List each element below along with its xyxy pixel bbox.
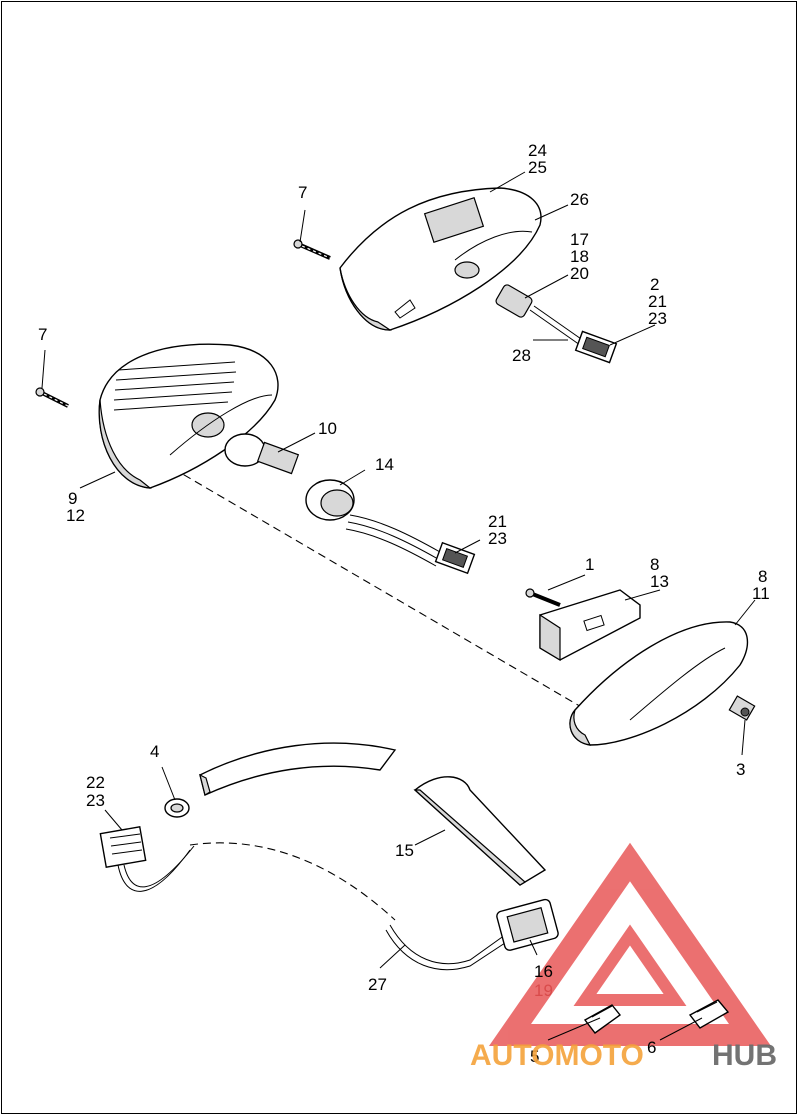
callout-8a: 8: [650, 555, 659, 574]
callout-24: 24: [528, 141, 547, 160]
callout-6: 6: [647, 1038, 656, 1057]
mount-bracket: [525, 588, 641, 662]
callout-23b: 23: [488, 529, 507, 548]
callout-23c: 23: [86, 791, 105, 810]
callout-14: 14: [375, 455, 394, 474]
callout-5: 5: [530, 1047, 539, 1066]
watermark-part1: AUTOMOTO: [470, 1039, 644, 1072]
upper-lamp-housing: [339, 187, 542, 331]
watermark-logo: [488, 842, 772, 1046]
callout-11: 11: [752, 584, 770, 603]
lens-cover: [569, 621, 749, 746]
callout-20: 20: [570, 264, 589, 283]
callouts: 24 25 26 7 17 18 20 2 21 23 28 7 10 14 9…: [38, 141, 770, 1066]
callout-28: 28: [512, 346, 531, 365]
callout-18: 18: [570, 247, 589, 266]
callout-1: 1: [585, 555, 594, 574]
callout-12: 12: [66, 506, 85, 525]
callout-25: 25: [528, 158, 547, 177]
callout-21: 21: [648, 292, 667, 311]
callout-7: 7: [298, 183, 307, 202]
callout-2: 2: [650, 275, 659, 294]
callout-8b: 8: [758, 567, 767, 586]
cable-clamp: [164, 798, 190, 818]
callout-7-left: 7: [38, 325, 47, 344]
clip-5: [583, 1004, 622, 1034]
callout-19: 19: [534, 981, 553, 1000]
wire-routing-path: [189, 842, 396, 921]
callout-10: 10: [318, 419, 337, 438]
callout-26: 26: [570, 190, 589, 209]
callout-4: 4: [150, 742, 159, 761]
screw-left: [35, 387, 69, 408]
fender-pad: [413, 776, 547, 886]
callout-3: 3: [736, 760, 745, 779]
screw-top: [293, 239, 331, 260]
watermark-part2: HUB: [712, 1039, 777, 1072]
main-lamp-housing: [98, 343, 279, 489]
callout-15: 15: [395, 841, 414, 860]
callout-16: 16: [534, 962, 553, 981]
assembly-axis-upper: [149, 454, 596, 716]
bulb: [224, 433, 300, 475]
callout-17: 17: [570, 230, 589, 249]
callout-22: 22: [86, 773, 105, 792]
fender-strip: [199, 742, 397, 796]
callout-27: 27: [368, 975, 387, 994]
leader-lines: [41, 171, 756, 1041]
callout-9: 9: [68, 489, 77, 508]
callout-21b: 21: [488, 512, 507, 531]
callout-13: 13: [650, 572, 669, 591]
callout-23: 23: [648, 309, 667, 328]
clip-nut: [728, 695, 756, 721]
connector-lower-right: [385, 898, 559, 971]
clip-6: [688, 999, 730, 1029]
connector-upper: [495, 284, 618, 364]
connector-lower-left: [99, 825, 195, 892]
socket-harness: [305, 479, 476, 575]
watermark-text: AUTOMOTO HUB: [470, 1039, 777, 1072]
